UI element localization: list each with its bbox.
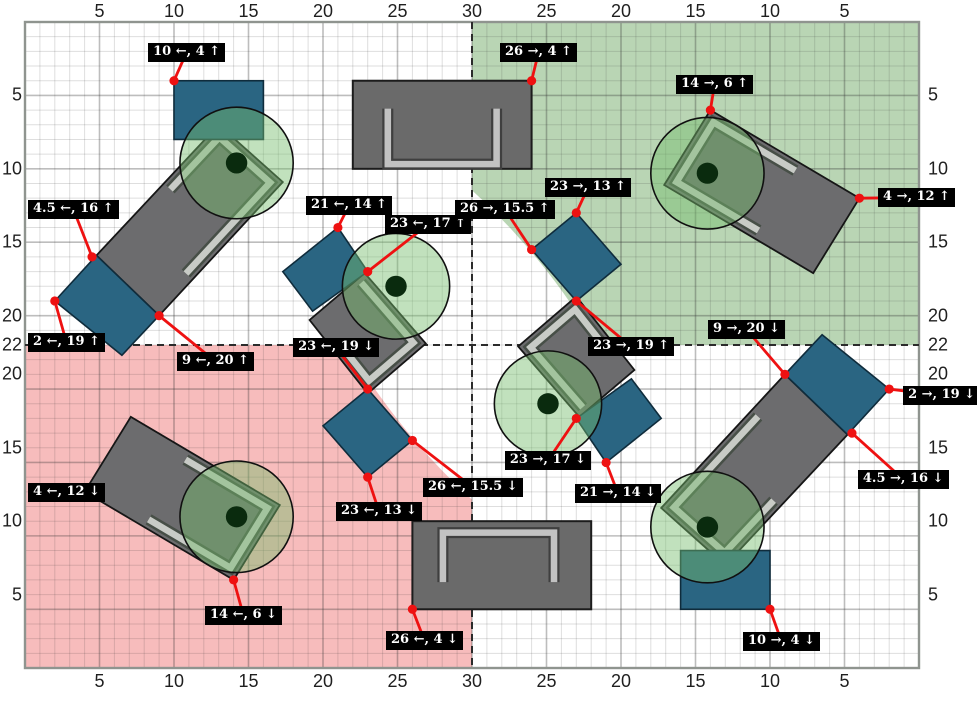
measurement-point[interactable] <box>527 244 537 255</box>
measurement-point[interactable] <box>407 435 417 446</box>
goal-top-u <box>384 108 500 168</box>
robot-middle-left <box>281 226 451 395</box>
measurement-point[interactable] <box>705 105 716 115</box>
robot-bottom-left-hood <box>146 456 273 573</box>
measurement-point[interactable] <box>884 384 894 394</box>
goal-bottom <box>411 520 593 611</box>
measurement-point[interactable] <box>571 413 581 424</box>
measurement-point[interactable] <box>527 76 537 86</box>
measurement-point[interactable] <box>154 311 164 321</box>
leader-line <box>172 51 188 82</box>
measurement-point[interactable] <box>407 604 417 614</box>
robot-top-left <box>53 79 295 357</box>
robot-top-right-hood <box>671 117 798 234</box>
robot-middle-left-turret-dot[interactable] <box>385 275 407 297</box>
measurement-point[interactable] <box>50 296 60 306</box>
measurement-point[interactable] <box>169 76 179 86</box>
robot-bottom-right-turret-dot[interactable] <box>696 516 719 538</box>
measurement-point[interactable] <box>571 208 581 218</box>
robot-top-left-aux-intake[interactable] <box>173 79 265 141</box>
measurement-point[interactable] <box>229 575 239 585</box>
measurement-point[interactable] <box>765 604 775 614</box>
leader-line <box>768 608 783 642</box>
measurement-point[interactable] <box>80 487 90 497</box>
measurement-point[interactable] <box>363 384 373 394</box>
center-lines <box>25 22 919 669</box>
measurement-point[interactable] <box>854 193 865 203</box>
robot-middle-right-turret-dot[interactable] <box>537 393 559 415</box>
robot-top-left-turret-dot[interactable] <box>225 152 248 174</box>
robot-middle-left-intake[interactable] <box>281 226 369 313</box>
goal-top <box>351 79 533 170</box>
leader-line <box>889 387 942 397</box>
robot-bottom-left-turret-dot[interactable] <box>225 506 248 528</box>
leader-line <box>859 196 917 200</box>
measurement-point[interactable] <box>571 296 581 306</box>
measurement-point[interactable] <box>601 457 611 468</box>
goal-top-body <box>351 79 533 170</box>
measurement-point[interactable] <box>333 222 343 233</box>
measurement-point[interactable] <box>363 266 373 277</box>
robot-middle-right-intake[interactable] <box>575 377 663 464</box>
robot-middle-right-hood <box>526 304 604 410</box>
measurement-point[interactable] <box>847 428 857 438</box>
measurement-point[interactable] <box>363 472 373 482</box>
robot-top-left-intake[interactable] <box>53 254 161 357</box>
robot-bottom-right <box>649 333 891 611</box>
robot-middle-left-hood <box>340 280 418 386</box>
goal-bottom-u <box>439 529 558 583</box>
robot-top-right-turret-dot[interactable] <box>696 162 719 184</box>
robot-middle-right <box>493 295 663 464</box>
robot-top-right <box>649 108 861 275</box>
robot-bottom-left <box>83 415 295 582</box>
leader-line <box>72 208 94 258</box>
robot-bottom-right-intake[interactable] <box>783 333 891 436</box>
measurement-point[interactable] <box>87 252 97 262</box>
measurement-point[interactable] <box>780 369 790 379</box>
leader-line <box>604 461 620 495</box>
